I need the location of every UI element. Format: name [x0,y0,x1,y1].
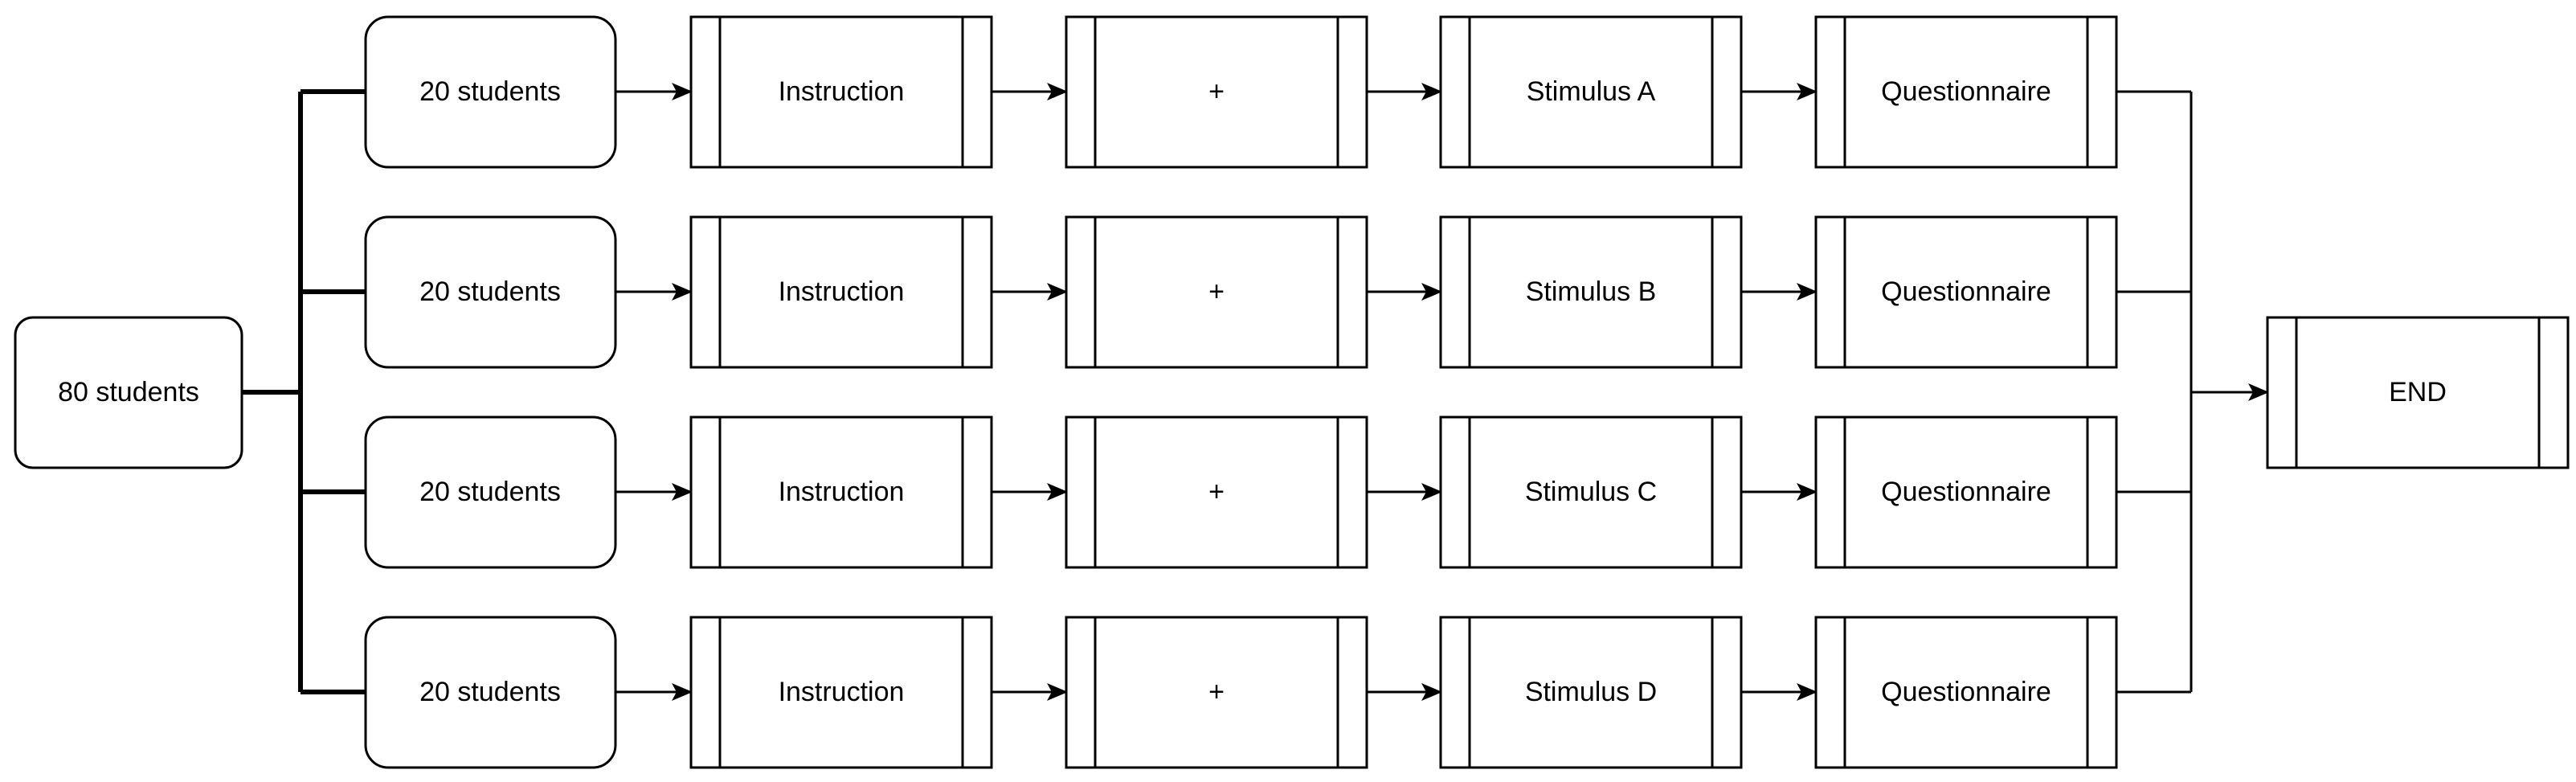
fixation-process: + [1065,616,1368,769]
instruction-label: Instruction [779,677,905,707]
instruction-process-box [689,215,993,369]
stimulus-process: Stimulus D [1439,616,1743,769]
group-node-label: 20 students [419,76,561,107]
group-node: 20 students [364,215,617,369]
stimulus-process: Stimulus A [1439,15,1743,169]
instruction-process: Instruction [689,15,993,169]
fixation-process: + [1065,416,1368,569]
connector-layer [242,83,2269,701]
instruction-process: Instruction [689,215,993,369]
group-row: 20 students Instruction + Stimulus D Que… [364,616,2118,769]
questionnaire-process-box [1814,215,2118,369]
group-node: 20 students [364,15,617,169]
stimulus-label: Stimulus A [1527,76,1656,107]
group-node-box [364,416,617,569]
stimulus-label: Stimulus D [1525,677,1657,707]
fixation-process-box [1065,215,1368,369]
questionnaire-label: Questionnaire [1881,76,2051,107]
group-row: 20 students Instruction + Stimulus A Que… [364,15,2118,169]
stimulus-label: Stimulus B [1526,276,1657,307]
fixation-label: + [1208,276,1225,307]
fixation-process-box [1065,616,1368,769]
end-node-box [2266,316,2570,469]
fixation-process: + [1065,15,1368,169]
instruction-label: Instruction [779,276,905,307]
end-node-label: END [2389,377,2447,407]
questionnaire-process: Questionnaire [1814,416,2118,569]
start-node-box [14,316,243,469]
instruction-process-box [689,15,993,169]
instruction-process: Instruction [689,416,993,569]
group-node-label: 20 students [419,276,561,307]
stimulus-process-box [1439,215,1743,369]
questionnaire-process-box [1814,416,2118,569]
instruction-label: Instruction [779,477,905,507]
group-node-box [364,15,617,169]
group-node-label: 20 students [419,677,561,707]
stimulus-process: Stimulus C [1439,416,1743,569]
group-node-box [364,616,617,769]
start-node-label: 80 students [58,377,199,407]
group-node: 20 students [364,416,617,569]
instruction-process: Instruction [689,616,993,769]
stimulus-label: Stimulus C [1525,477,1657,507]
start-node: 80 students [14,316,243,469]
group-row: 20 students Instruction + Stimulus B Que… [364,215,2118,369]
questionnaire-process-box [1814,15,2118,169]
questionnaire-label: Questionnaire [1881,677,2051,707]
stimulus-process: Stimulus B [1439,215,1743,369]
group-node: 20 students [364,616,617,769]
instruction-label: Instruction [779,76,905,107]
fixation-label: + [1208,477,1225,507]
fixation-process-box [1065,416,1368,569]
stimulus-process-box [1439,616,1743,769]
questionnaire-process-box [1814,616,2118,769]
questionnaire-process: Questionnaire [1814,15,2118,169]
end-node: END [2266,316,2570,469]
stimulus-process-box [1439,15,1743,169]
stimulus-process-box [1439,416,1743,569]
group-node-box [364,215,617,369]
instruction-process-box [689,616,993,769]
fixation-process: + [1065,215,1368,369]
questionnaire-process: Questionnaire [1814,215,2118,369]
fixation-process-box [1065,15,1368,169]
group-row: 20 students Instruction + Stimulus C Que… [364,416,2118,569]
fixation-label: + [1208,76,1225,107]
group-node-label: 20 students [419,477,561,507]
questionnaire-label: Questionnaire [1881,276,2051,307]
questionnaire-label: Questionnaire [1881,477,2051,507]
fixation-label: + [1208,677,1225,707]
instruction-process-box [689,416,993,569]
questionnaire-process: Questionnaire [1814,616,2118,769]
